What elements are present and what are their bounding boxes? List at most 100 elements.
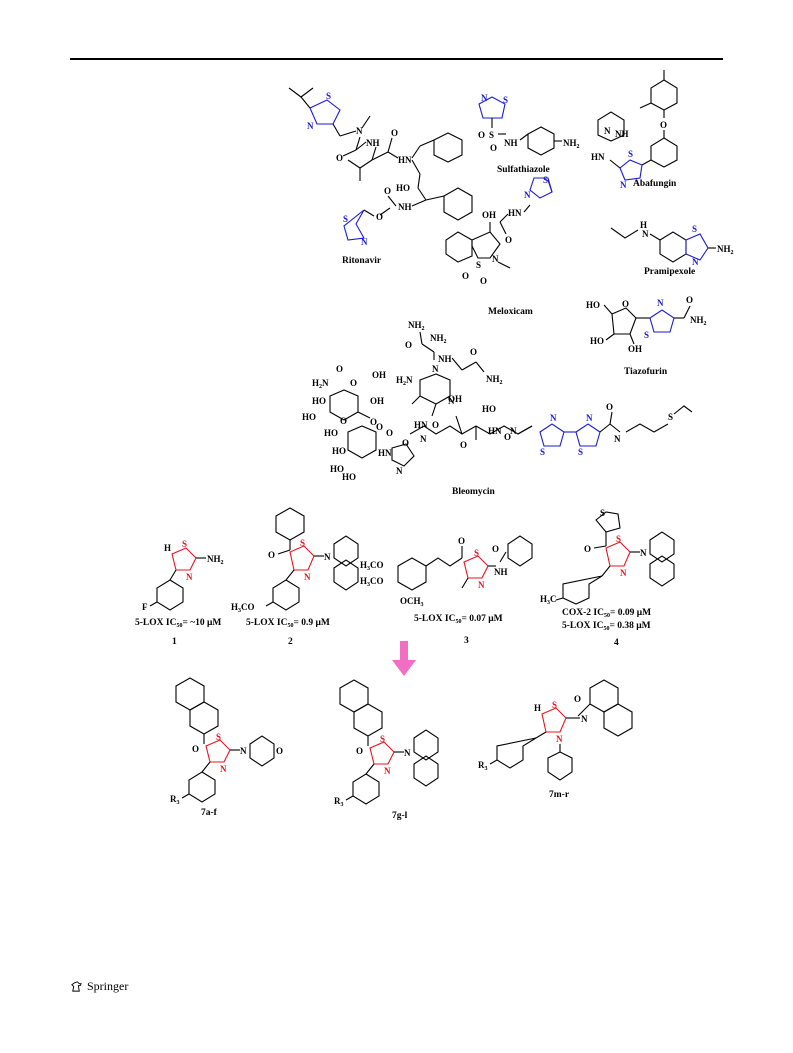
bleomycin-o-d: O <box>460 440 467 450</box>
lead-1-activity: 5-LOX IC50= ~10 μM <box>135 618 221 629</box>
sulfathiazole-nh: NH <box>504 138 518 148</box>
target-7gl-label: 7g-l <box>392 811 408 821</box>
meloxicam-s: S <box>543 175 548 185</box>
bleomycin-ho-4: HO <box>332 446 346 456</box>
lead-3-structure: H3CO H3CO OCH3 O S N NH O <box>360 535 533 608</box>
ritonavir-label: Ritonavir <box>342 256 382 266</box>
meloxicam-hn: HN <box>508 208 522 218</box>
bleomycin-s-plus: S <box>668 412 673 422</box>
abafungin-structure: O S N HN N NH <box>591 70 678 190</box>
lead-4-activity-5lox: 5-LOX IC50= 0.38 μM <box>562 621 651 632</box>
meloxicam-amide-o: O <box>505 235 512 245</box>
meloxicam-o2: O <box>480 276 487 286</box>
sulfathiazole-o1: O <box>478 130 485 140</box>
pramipexole-h: H <box>640 220 647 230</box>
ritonavir-urea-o: O <box>336 153 343 163</box>
lead-4-activity-cox2: COX-2 IC50= 0.09 μM <box>562 608 651 619</box>
bleomycin-o-f: O <box>606 402 613 412</box>
bleomycin-nh2-3: NH2 <box>486 374 503 386</box>
tiazofurin-ho-2: HO <box>590 336 604 346</box>
ritonavir-thiazole2-s: S <box>343 214 348 224</box>
abafungin-s: S <box>628 149 633 159</box>
lead1-nh2: NH2 <box>207 554 224 566</box>
bleomycin-o-carbamate: O <box>336 364 343 374</box>
publisher-footer: Springer <box>70 979 128 994</box>
tiazofurin-o-ring: O <box>622 299 629 309</box>
lead3-h3co-2: H3CO <box>360 576 384 588</box>
lead4-s: S <box>616 534 621 544</box>
lead1-f: F <box>142 602 148 612</box>
t7af-s: S <box>216 732 221 742</box>
lead3-o: O <box>458 536 465 546</box>
bleomycin-hn-b: HN <box>414 420 428 430</box>
ritonavir-amide-o: O <box>391 128 398 138</box>
meloxicam-structure: S N HN O OH S N O O <box>445 175 553 286</box>
lead1-s: S <box>182 539 187 549</box>
abafungin-nh: NH <box>615 129 629 139</box>
lead-1-structure: H S N NH2 F <box>142 539 224 612</box>
lead3-n: N <box>478 580 485 590</box>
bleomycin-o-amide: O <box>470 347 477 357</box>
lead4-h3c: H3C <box>540 594 557 606</box>
bleomycin-h2n-carbamate: H2N <box>312 378 329 390</box>
bleomycin-bithia-n2: N <box>586 413 593 423</box>
ritonavir-thiazole-n: N <box>307 121 314 131</box>
target-7af-structure: O S N N O R3 <box>170 677 283 806</box>
bleomycin-o-link: O <box>350 378 357 388</box>
bleomycin-ho-1: HO <box>312 396 326 406</box>
bleomycin-n-f: N <box>614 434 621 444</box>
lead1-n: N <box>186 572 193 582</box>
t7af-o-morpholine: O <box>276 746 283 756</box>
sulfathiazole-s: S <box>489 130 494 140</box>
lead3-o2: O <box>492 544 499 554</box>
target-7mr-structure: H S N N O R3 <box>478 679 633 781</box>
lead-1-number: 1 <box>172 637 177 647</box>
target-7gl-structure: O S N N R3 <box>334 679 439 808</box>
lead3-nh: NH <box>494 567 508 577</box>
bleomycin-structure: NH2 NH2 O NH O NH2 H2N N N HN O H2N O O … <box>302 320 693 482</box>
bleomycin-ho-2: HO <box>302 412 316 422</box>
bleomycin-bithia-s2: S <box>578 447 583 457</box>
t7mr-n-imine: N <box>581 714 588 724</box>
springer-horse-icon <box>71 981 82 992</box>
pramipexole-label: Pramipexole <box>644 267 695 277</box>
bleomycin-label: Bleomycin <box>452 487 495 497</box>
meloxicam-thiazole-n: N <box>524 190 531 200</box>
abafungin-thiazole-n: N <box>620 180 627 190</box>
lead4-o: O <box>584 544 591 554</box>
sulfathiazole-label: Sulfathiazole <box>497 165 550 175</box>
bleomycin-oh-2: OH <box>370 396 384 406</box>
bleomycin-imid-hn: HN <box>378 448 392 458</box>
bleomycin-o-ether: O <box>386 428 393 438</box>
tiazofurin-s: S <box>644 330 649 340</box>
t7gl-n-amine: N <box>404 748 411 758</box>
bleomycin-o-ring1: O <box>340 416 347 426</box>
sulfathiazole-structure: N S S O O NH NH2 <box>478 93 580 156</box>
meloxicam-label: Meloxicam <box>488 307 533 317</box>
bleomycin-pyr-n1: N <box>432 364 439 374</box>
abafungin-o: O <box>660 120 667 130</box>
meloxicam-s-sulfonyl: S <box>476 260 481 270</box>
tiazofurin-amide-o: O <box>686 295 693 305</box>
bleomycin-bithia-s1: S <box>540 447 545 457</box>
bleomycin-imid-n: N <box>396 466 403 476</box>
ritonavir-n-methyl: N <box>356 126 363 136</box>
design-arrow <box>392 641 416 676</box>
bleomycin-ho-5: HO <box>330 464 344 474</box>
t7mr-n: N <box>556 734 563 744</box>
bleomycin-o-c: O <box>402 438 409 448</box>
bleomycin-bithia-n1: N <box>550 413 557 423</box>
bleomycin-oh-1: OH <box>372 370 386 380</box>
lead2-s: S <box>300 538 305 548</box>
lead-4-number: 4 <box>614 638 619 648</box>
meloxicam-n: N <box>492 254 499 264</box>
lead2-o: O <box>268 550 275 560</box>
lead4-thiophene-s: S <box>600 508 605 518</box>
lead-2-activity: 5-LOX IC50= 0.9 μM <box>246 618 330 629</box>
bleomycin-h2n: H2N <box>396 375 413 387</box>
bleomycin-o-top: O <box>405 340 412 350</box>
bleomycin-ho-3: HO <box>324 428 338 438</box>
pramipexole-n: N <box>642 229 649 239</box>
sulfathiazole-nh2: NH2 <box>563 138 580 150</box>
ritonavir-structure: S N N O NH O HN HO NH O <box>288 87 473 247</box>
